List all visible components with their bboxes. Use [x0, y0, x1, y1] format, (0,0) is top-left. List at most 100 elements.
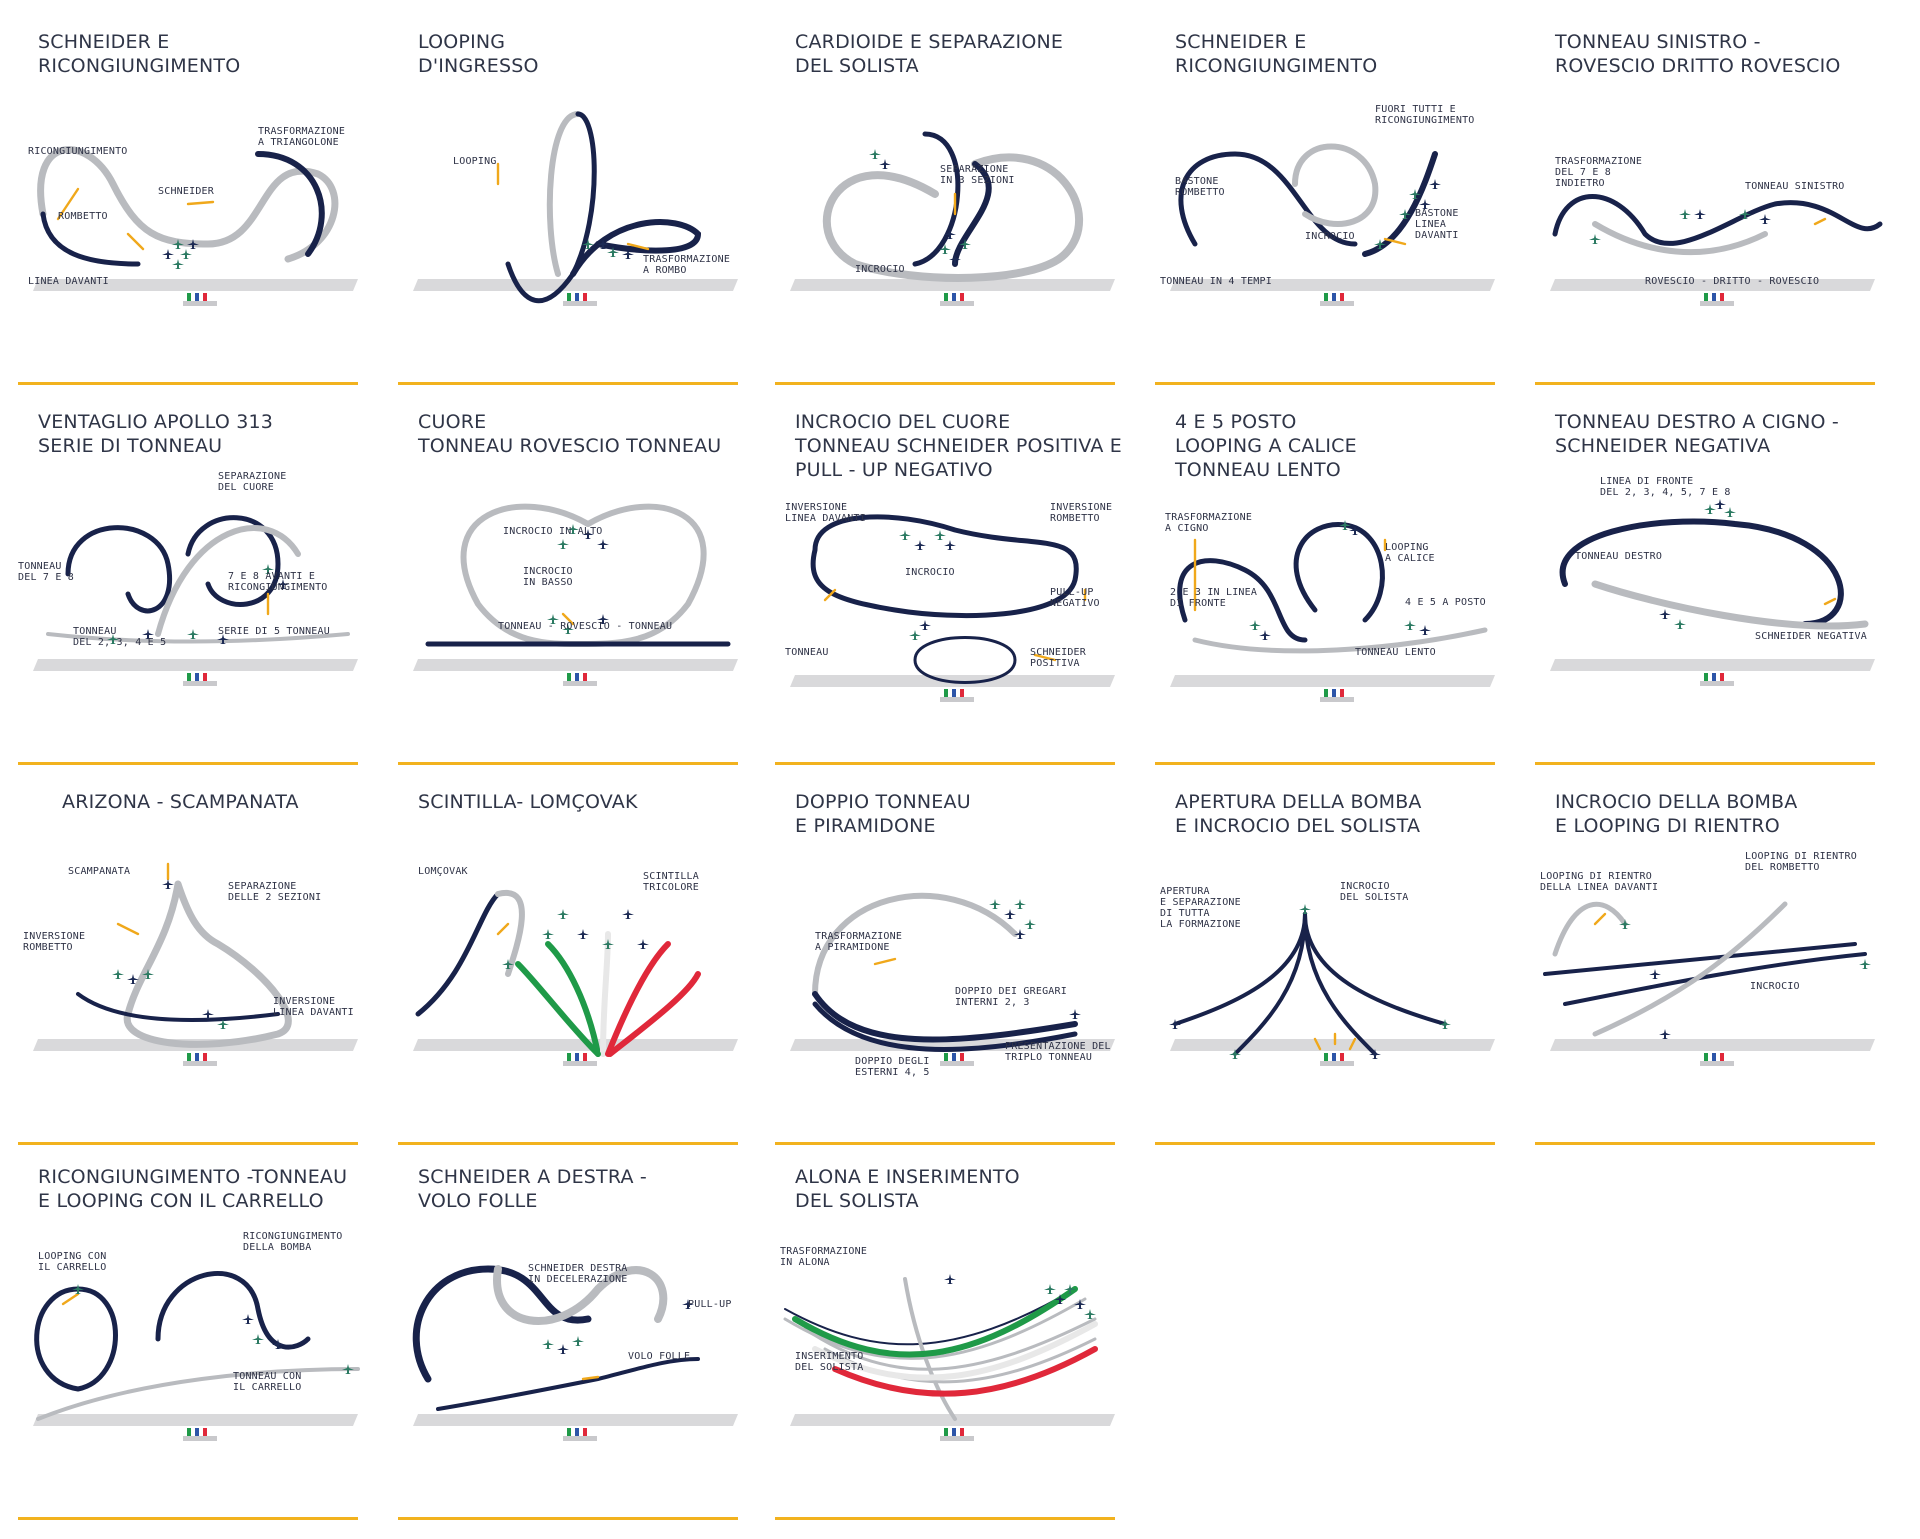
aircraft-icon	[547, 614, 559, 624]
aircraft-icon	[1014, 929, 1026, 939]
aircraft-icon	[1169, 1019, 1181, 1029]
manoeuvre-title: ARIZONA - SCAMPANATA	[62, 791, 299, 813]
tribune-icon	[183, 1428, 217, 1441]
aircraft-icon	[217, 1019, 229, 1029]
smoke-trail	[1543, 942, 1857, 976]
aircraft-icon	[939, 244, 951, 254]
panel-underline	[1155, 1142, 1495, 1145]
ground-plane	[1170, 675, 1495, 687]
manoeuvre-title: LOOPING D'INGRESSO	[418, 31, 539, 77]
manoeuvre-title: CUORE TONNEAU ROVESCIO TONNEAU	[418, 411, 722, 457]
aircraft-icon	[1589, 234, 1601, 244]
ground-plane	[790, 1414, 1115, 1426]
tribune-icon	[1320, 293, 1354, 306]
aircraft-icon	[1704, 504, 1716, 514]
aircraft-icon	[1674, 619, 1686, 629]
smoke-trail	[1559, 518, 1844, 627]
manoeuvre-panel: SCHNEIDER E RICONGIUNGIMENTO FUORI TUTTI …	[1155, 30, 1520, 400]
aircraft-icon	[1229, 1049, 1241, 1059]
smoke-trail	[36, 1367, 360, 1421]
manoeuvre-panel: INCROCIO DEL CUORE TONNEAU SCHNEIDER POS…	[775, 410, 1140, 780]
smoke-trail	[1233, 912, 1307, 1056]
aircraft-icon	[1649, 969, 1661, 979]
smoke-trail	[1303, 912, 1377, 1056]
aircraft-icon	[1714, 499, 1726, 509]
aircraft-icon	[342, 1364, 354, 1374]
smoke-trail	[37, 146, 339, 263]
aircraft-icon	[919, 620, 931, 630]
ground-plane	[1550, 279, 1875, 291]
smoke-trail	[415, 891, 501, 1017]
smoke-trail	[34, 1286, 118, 1392]
smoke-trail	[1592, 221, 1768, 256]
manoeuvre-label: TONNEAU DESTRO	[1575, 551, 1662, 562]
smoke-trail	[460, 503, 591, 647]
smoke-trail	[155, 525, 301, 637]
manoeuvre-title: VENTAGLIO APOLLO 313 SERIE DI TONNEAU	[38, 411, 274, 457]
direction-arrow-icon	[1823, 597, 1837, 606]
aircraft-icon	[217, 634, 229, 644]
manoeuvre-label: INCROCIO	[1305, 231, 1355, 242]
manoeuvre-panel: RICONGIUNGIMENTO -TONNEAU E LOOPING CON …	[18, 1165, 383, 1535]
aircraft-icon	[572, 1336, 584, 1346]
aircraft-icon	[557, 909, 569, 919]
manoeuvre-title: CARDIOIDE E SEPARAZIONE DEL SOLISTA	[795, 31, 1064, 77]
smoke-trail	[495, 889, 525, 977]
panel-underline	[1155, 382, 1495, 385]
manoeuvre-title: SCHNEIDER E RICONGIUNGIMENTO	[1175, 31, 1378, 77]
smoke-trail	[952, 161, 992, 267]
panel-underline	[398, 1142, 738, 1145]
ground-plane	[790, 279, 1115, 291]
aircraft-icon	[502, 959, 514, 969]
manoeuvre-title: SCHNEIDER A DESTRA - VOLO FOLLE	[418, 1166, 647, 1212]
smoke-trail	[1362, 151, 1438, 257]
aircraft-icon	[72, 1284, 84, 1294]
manoeuvre-title: ALONA E INSERIMENTO DEL SOLISTA	[795, 1166, 1020, 1212]
manoeuvre-title: TONNEAU DESTRO A CIGNO - SCHNEIDER NEGAT…	[1555, 411, 1839, 457]
manoeuvre-label: TONNEAU - ROVESCIO - TONNEAU	[498, 621, 672, 632]
aircraft-icon	[869, 149, 881, 159]
direction-arrow-icon	[1383, 237, 1407, 246]
aircraft-icon	[1439, 1019, 1451, 1029]
direction-arrow-icon	[56, 187, 80, 221]
aircraft-icon	[1659, 1029, 1671, 1039]
tribune-icon	[1700, 1053, 1734, 1066]
manoeuvre-title: INCROCIO DEL CUORE TONNEAU SCHNEIDER POS…	[795, 411, 1122, 481]
manoeuvre-label: LINEA DAVANTI	[28, 276, 109, 287]
aircraft-icon	[622, 909, 634, 919]
smoke-trail	[436, 1357, 700, 1411]
manoeuvre-label: LOOPING	[453, 156, 497, 167]
aircraft-icon	[1679, 209, 1691, 219]
aircraft-icon	[242, 1314, 254, 1324]
direction-arrow-icon	[61, 1292, 80, 1306]
direction-arrow-icon	[1348, 1037, 1357, 1051]
direction-arrow-icon	[626, 242, 650, 251]
aircraft-icon	[582, 239, 594, 249]
panel-underline	[18, 1142, 358, 1145]
manoeuvre-label: RICONGIUNGIMENTO	[28, 146, 128, 157]
aircraft-icon	[172, 239, 184, 249]
aircraft-icon	[602, 939, 614, 949]
tribune-icon	[1320, 689, 1354, 702]
aircraft-icon	[1374, 239, 1386, 249]
smoke-trail	[903, 1277, 957, 1421]
